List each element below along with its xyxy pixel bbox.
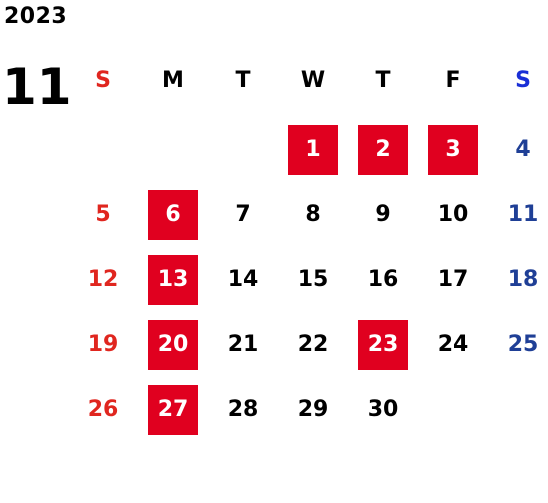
day-cell-holiday[interactable]: 13: [148, 255, 198, 305]
day-cell[interactable]: 28: [227, 397, 259, 422]
day-cell[interactable]: 11: [507, 202, 539, 227]
day-cell[interactable]: 12: [87, 267, 119, 292]
day-cell[interactable]: 21: [227, 332, 259, 357]
day-cell-holiday[interactable]: 20: [148, 320, 198, 370]
day-cell-holiday[interactable]: 1: [288, 125, 338, 175]
weekday-header: T: [375, 68, 391, 93]
day-cell[interactable]: 15: [297, 267, 329, 292]
day-cell[interactable]: 10: [437, 202, 469, 227]
day-cell[interactable]: 8: [305, 202, 321, 227]
day-cell[interactable]: 14: [227, 267, 259, 292]
day-cell-holiday[interactable]: 3: [428, 125, 478, 175]
day-cell[interactable]: 5: [95, 202, 111, 227]
year-label: 2023: [4, 4, 68, 29]
day-cell[interactable]: 7: [235, 202, 251, 227]
day-cell[interactable]: 26: [87, 397, 119, 422]
day-cell-holiday[interactable]: 6: [148, 190, 198, 240]
weekday-header: T: [235, 68, 251, 93]
day-cell[interactable]: 30: [367, 397, 399, 422]
weekday-header: M: [162, 68, 184, 93]
day-cell[interactable]: 9: [375, 202, 391, 227]
weekday-header: S: [95, 68, 111, 93]
day-cell-holiday[interactable]: 2: [358, 125, 408, 175]
day-cell[interactable]: 29: [297, 397, 329, 422]
day-cell-holiday[interactable]: 27: [148, 385, 198, 435]
day-cell[interactable]: 25: [507, 332, 539, 357]
day-cell[interactable]: 24: [437, 332, 469, 357]
day-cell[interactable]: 22: [297, 332, 329, 357]
weekday-header: W: [300, 68, 326, 93]
day-cell[interactable]: 18: [507, 267, 539, 292]
month-number: 11: [2, 58, 72, 116]
day-cell-holiday[interactable]: 23: [358, 320, 408, 370]
day-cell[interactable]: 17: [437, 267, 469, 292]
weekday-header: F: [445, 68, 461, 93]
day-cell[interactable]: 19: [87, 332, 119, 357]
day-cell[interactable]: 16: [367, 267, 399, 292]
weekday-header: S: [515, 68, 531, 93]
day-cell[interactable]: 4: [515, 137, 531, 162]
